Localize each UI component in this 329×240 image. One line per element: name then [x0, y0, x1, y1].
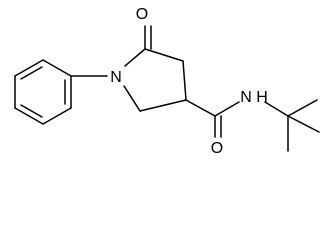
- bond-phenyl-4: [14, 107, 44, 125]
- bond-phenyl-1: [42, 59, 72, 77]
- bond-c4-c3: [182, 60, 187, 101]
- chemical-structure-diagram: O N O N H: [14, 6, 320, 157]
- bond-phenyl-2-inner: [20, 66, 43, 80]
- phenyl-ring: [14, 59, 72, 125]
- bond-c5-c4: [144, 48, 184, 62]
- tert-butyl-group: [264, 99, 320, 152]
- bond-c3-c2: [139, 99, 187, 112]
- atom-label-ring-nitrogen: N: [110, 69, 122, 86]
- bond-n-cquat: [264, 101, 289, 117]
- bond-n-c5: [124, 48, 146, 67]
- bond-cquat-methyl-right: [287, 115, 320, 133]
- bond-cquat-methyl-top: [287, 99, 318, 117]
- atom-label-amide-nitrogen: N: [240, 89, 252, 106]
- bond-phenyl-4-inner: [20, 104, 43, 118]
- atom-label-amide-oxygen: O: [211, 140, 223, 157]
- bond-c3-camide: [185, 99, 216, 117]
- atom-label-ring-oxygen: O: [136, 6, 148, 23]
- bond-phenyl-5: [42, 107, 72, 125]
- pyrrolidinone-ring: [123, 48, 187, 112]
- bond-phenyl-2: [14, 59, 44, 77]
- bond-c2-n: [123, 85, 141, 112]
- bond-camide-n: [214, 101, 240, 117]
- atom-label-amide-hydrogen: H: [256, 89, 268, 106]
